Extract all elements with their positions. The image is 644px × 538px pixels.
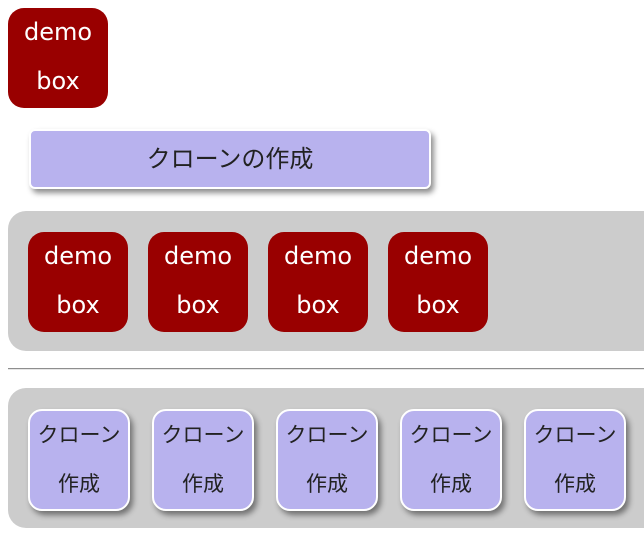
create-clone-button[interactable]: クローンの作成 (29, 129, 431, 189)
demo-box-line1: demo (403, 242, 473, 270)
create-clone-mini-button[interactable]: クローン 作成 (524, 409, 626, 511)
mini-button-line2: 作成 (182, 472, 224, 496)
demo-box-line2: box (56, 291, 100, 319)
demo-box-line1: demo (283, 242, 353, 270)
horizontal-divider (8, 368, 644, 370)
mini-button-line1: クローン (37, 423, 121, 447)
demo-box-clone: demo box (28, 232, 128, 332)
demo-box-clone: demo box (388, 232, 488, 332)
clone-button-container: クローン 作成 クローン 作成 クローン 作成 クローン 作成 クローン 作成 (8, 388, 644, 528)
demo-box-source: demo box (8, 8, 108, 108)
create-clone-mini-button[interactable]: クローン 作成 (152, 409, 254, 511)
mini-button-line2: 作成 (306, 472, 348, 496)
clone-container: demo box demo box demo box demo box (8, 211, 644, 351)
mini-button-line1: クローン (409, 423, 493, 447)
mini-button-line2: 作成 (430, 472, 472, 496)
demo-box-line1: demo (43, 242, 113, 270)
create-clone-mini-button[interactable]: クローン 作成 (28, 409, 130, 511)
mini-button-line1: クローン (161, 423, 245, 447)
mini-button-line1: クローン (533, 423, 617, 447)
demo-box-clone: demo box (148, 232, 248, 332)
mini-button-line2: 作成 (554, 472, 596, 496)
demo-box-line2: box (36, 67, 80, 95)
create-clone-mini-button[interactable]: クローン 作成 (276, 409, 378, 511)
mini-button-line2: 作成 (58, 472, 100, 496)
mini-button-line1: クローン (285, 423, 369, 447)
demo-box-line2: box (176, 291, 220, 319)
demo-box-line1: demo (23, 18, 93, 46)
demo-box-line1: demo (163, 242, 233, 270)
demo-box-clone: demo box (268, 232, 368, 332)
create-clone-mini-button[interactable]: クローン 作成 (400, 409, 502, 511)
demo-box-line2: box (296, 291, 340, 319)
demo-box-line2: box (416, 291, 460, 319)
